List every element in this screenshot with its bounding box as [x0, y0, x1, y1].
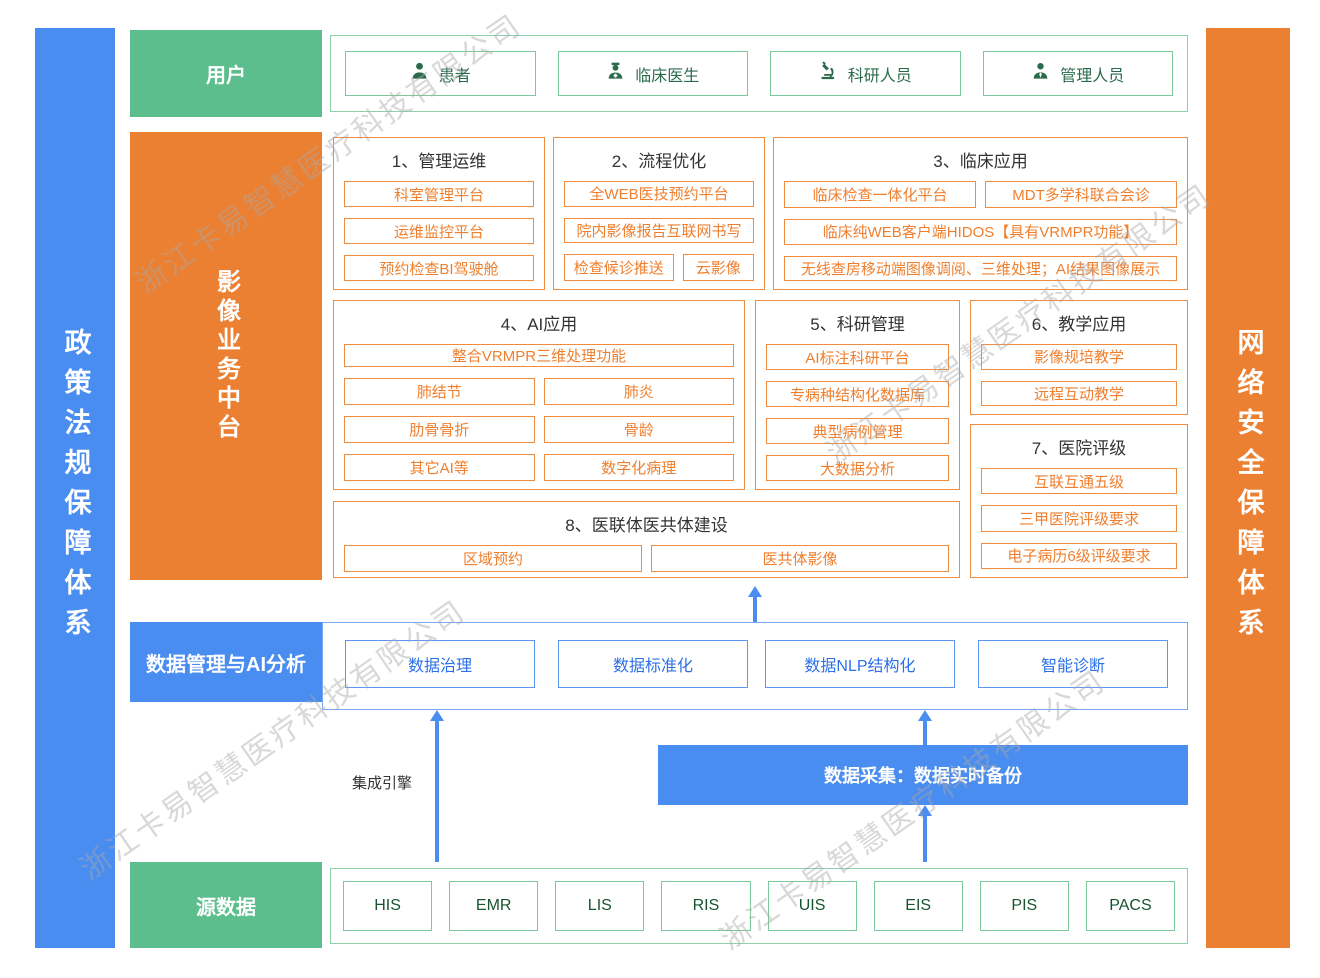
arrow-line [923, 815, 927, 862]
users-container: 患者 临床医生 科研人员 管理人员 [330, 35, 1188, 112]
section-clinical-application: 3、临床应用 临床检查一体化平台 MDT多学科联合会诊 临床纯WEB客户端HID… [773, 137, 1188, 290]
network-security-bar: 网络安全保障体系 [1206, 28, 1290, 948]
section-title: 2、流程优化 [611, 152, 707, 171]
researcher-icon [819, 61, 838, 86]
arrow-line [923, 720, 927, 745]
platform-item: 无线查房移动端图像调阅、三维处理；AI结果图像展示 [784, 255, 1177, 281]
platform-item: 整合VRMPR三维处理功能 [344, 344, 734, 367]
section-title: 8、医联体医共体建设 [565, 516, 728, 535]
section-title: 4、AI应用 [500, 315, 578, 334]
platform-item: MDT多学科联合会诊 [985, 181, 1177, 208]
user-card-label: 患者 [438, 67, 471, 85]
source-system: PIS [979, 881, 1069, 931]
patient-icon [410, 61, 429, 86]
source-system: HIS [343, 881, 433, 931]
platform-item: 三甲医院评级要求 [981, 505, 1177, 532]
source-system: UIS [767, 881, 857, 931]
platform-item: 互联互通五级 [981, 468, 1177, 495]
user-card-admin: 管理人员 [982, 51, 1173, 96]
data-mgmt-item: 数据NLP结构化 [765, 640, 955, 688]
source-system: EIS [873, 881, 963, 931]
data-mgmt-item: 数据治理 [345, 640, 535, 688]
arrow-up-icon [430, 710, 444, 721]
platform-item: 电子病历6级评级要求 [981, 542, 1177, 569]
section-title: 5、科研管理 [810, 315, 905, 334]
section-hospital-rating: 7、医院评级 互联互通五级 三甲医院评级要求 电子病历6级评级要求 [970, 424, 1188, 578]
integration-engine-label: 集成引擎 [352, 775, 413, 792]
doctor-icon [606, 61, 625, 86]
platform-item: 医共体影像 [651, 545, 949, 572]
platform-item: 科室管理平台 [344, 181, 534, 207]
section-title: 7、医院评级 [1031, 439, 1127, 458]
arrow-up-icon [918, 805, 932, 816]
arrow-line [435, 720, 439, 862]
data-mgmt-item: 数据标准化 [558, 640, 748, 688]
platform-item: 院内影像报告互联网书写 [564, 217, 754, 243]
user-card-label: 管理人员 [1060, 67, 1125, 85]
platform-item: 临床纯WEB客户端HIDOS【具有VRMPR功能】 [784, 219, 1177, 245]
source-data-label: 源数据 [130, 862, 322, 948]
arrow-line [753, 596, 757, 622]
platform-label-box: 影像业务中台 [130, 132, 322, 580]
section-research-management: 5、科研管理 AI标注科研平台 专病种结构化数据库 典型病例管理 大数据分析 [755, 300, 960, 490]
data-collection-bar: 数据采集：数据实时备份 [658, 745, 1188, 805]
platform-item: 区域预约 [344, 545, 642, 572]
user-card-label: 科研人员 [847, 67, 912, 85]
user-card-doctor: 临床医生 [557, 51, 748, 96]
section-ai-application: 4、AI应用 整合VRMPR三维处理功能 肺结节 肺炎 肋骨骨折 骨龄 其它AI… [333, 300, 745, 490]
platform-item: 数字化病理 [543, 454, 734, 481]
source-system: RIS [661, 881, 751, 931]
data-mgmt-label: 数据管理与AI分析 [130, 622, 322, 702]
source-system: PACS [1085, 881, 1175, 931]
network-security-label: 网络安全保障体系 [1233, 328, 1264, 648]
platform-item: 预约检查BI驾驶舱 [344, 255, 534, 281]
source-data-container: HIS EMR LIS RIS UIS EIS PIS PACS [330, 868, 1188, 944]
platform-item: 大数据分析 [766, 455, 949, 481]
platform-item: 远程互动教学 [981, 380, 1177, 406]
section-process-optimization: 2、流程优化 全WEB医技预约平台 院内影像报告互联网书写 检查候诊推送 云影像 [553, 137, 765, 290]
user-card-patient: 患者 [345, 51, 536, 96]
section-teaching-application: 6、教学应用 影像规培教学 远程互动教学 [970, 300, 1188, 415]
platform-item: AI标注科研平台 [766, 344, 949, 370]
platform-item: 其它AI等 [344, 454, 535, 481]
platform-item: 肋骨骨折 [344, 416, 535, 443]
source-system: EMR [449, 881, 539, 931]
platform-item: 全WEB医技预约平台 [564, 181, 754, 207]
admin-icon [1031, 61, 1050, 86]
platform-item: 专病种结构化数据库 [766, 381, 949, 407]
policy-regulation-bar: 政策法规保障体系 [35, 28, 115, 948]
platform-item: 临床检查一体化平台 [784, 181, 976, 208]
section-title: 1、管理运维 [391, 152, 487, 171]
users-row-label: 用户 [130, 30, 322, 117]
platform-item: 典型病例管理 [766, 418, 949, 444]
platform-item: 检查候诊推送 [564, 254, 674, 281]
user-card-researcher: 科研人员 [770, 51, 961, 96]
platform-item: 运维监控平台 [344, 218, 534, 244]
platform-item: 云影像 [682, 254, 754, 281]
user-card-label: 临床医生 [635, 67, 700, 85]
source-system: LIS [555, 881, 645, 931]
platform-item: 肺炎 [543, 378, 734, 405]
section-title: 3、临床应用 [933, 152, 1028, 171]
platform-label: 影像业务中台 [212, 269, 240, 443]
policy-regulation-label: 政策法规保障体系 [60, 328, 91, 648]
platform-item: 骨龄 [543, 416, 734, 443]
arrow-up-icon [918, 710, 932, 721]
section-medical-alliance: 8、医联体医共体建设 区域预约 医共体影像 [333, 501, 960, 578]
arrow-up-icon [748, 586, 762, 597]
section-management-ops: 1、管理运维 科室管理平台 运维监控平台 预约检查BI驾驶舱 [333, 137, 545, 290]
section-title: 6、教学应用 [1031, 315, 1127, 334]
platform-item: 肺结节 [344, 378, 535, 405]
data-mgmt-item: 智能诊断 [978, 640, 1168, 688]
platform-item: 影像规培教学 [981, 344, 1177, 370]
